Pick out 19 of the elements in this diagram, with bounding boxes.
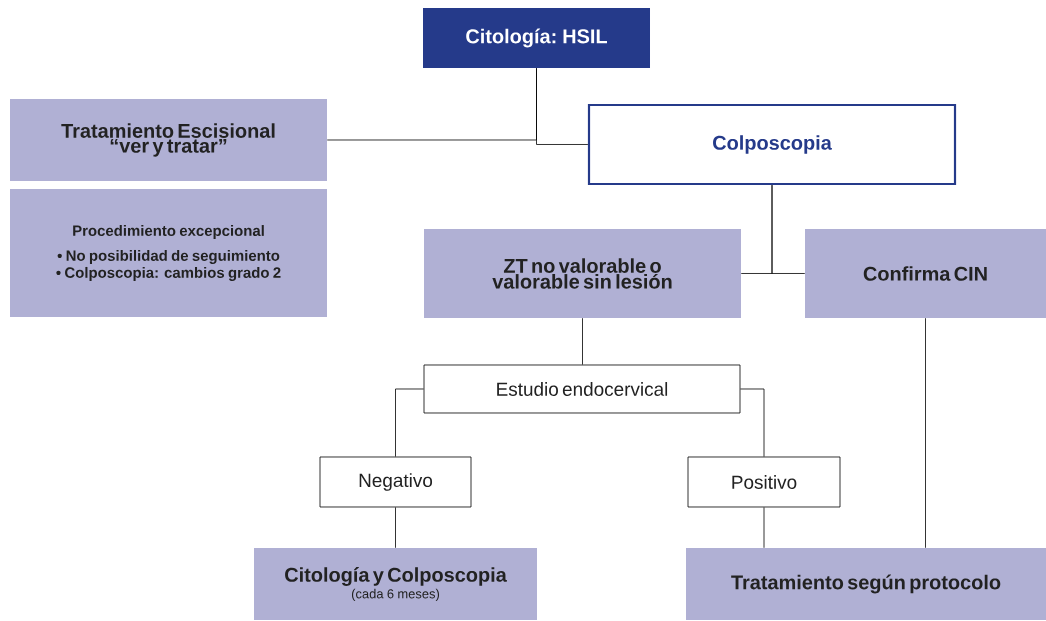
connector-line [763, 507, 765, 549]
note-box: Procedimiento excepcional • No posibilidad de seguimiento • Colposcopia: cambios grado 2 [10, 189, 327, 317]
connector-line [395, 507, 396, 549]
step-box: Estudio endocervical [423, 364, 741, 414]
result-box: Positivo [687, 456, 841, 508]
step-box: Colposcopia [587, 103, 957, 186]
outcome-box: Citología y Colposcopia (cada 6 meses) [254, 548, 537, 620]
treatment-box: Tratamiento Escisional “ver y tratar” [10, 99, 327, 181]
connector-line [925, 317, 926, 549]
result-box: ZT no valorable o valorable sin lesión [424, 229, 741, 318]
connector-line [536, 67, 589, 145]
connector-line [740, 388, 765, 457]
connector-line [582, 317, 583, 365]
connector-line [395, 388, 424, 457]
outcome-box: Tratamiento según protocolo [686, 548, 1046, 620]
result-box: Negativo [319, 456, 472, 508]
connector-line [771, 184, 806, 274]
title-box: Citología: HSIL [423, 8, 650, 68]
result-box: Confirma CIN [805, 229, 1046, 318]
